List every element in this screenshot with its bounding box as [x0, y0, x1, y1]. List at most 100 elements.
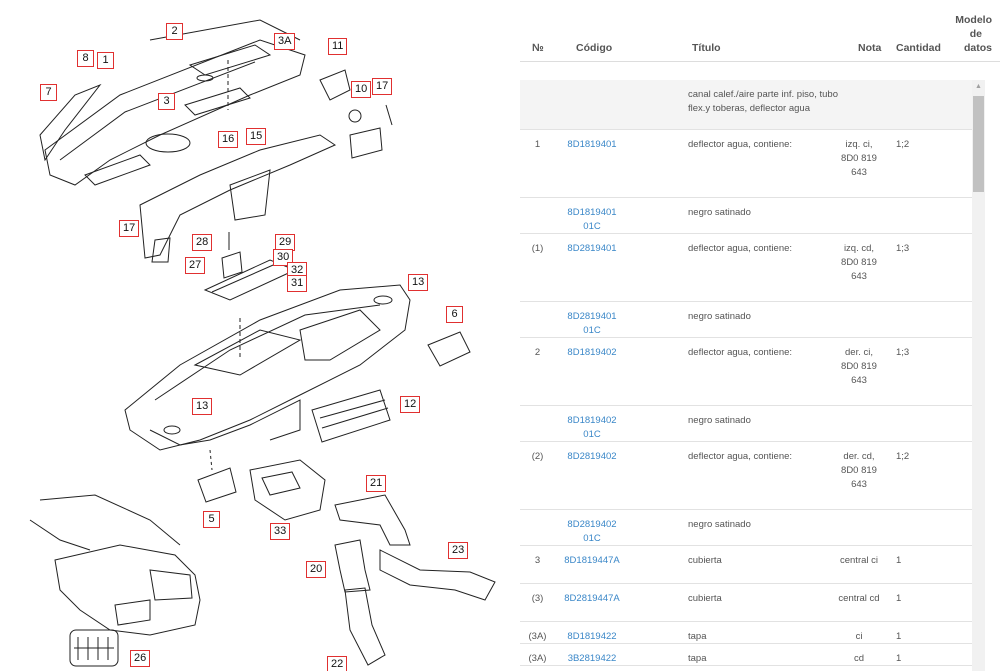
group-row: canal calef./aire parte inf. piso, tubo … — [520, 80, 972, 130]
table-row: (3) 8D2819447A cubierta central cd 1 — [520, 584, 972, 622]
part-code-link[interactable]: 8D1819402 01C — [567, 415, 617, 440]
row-number: (3A) — [528, 631, 547, 642]
part-code-link[interactable]: 8D2819447A — [564, 593, 620, 604]
part-code-link[interactable]: 8D2819401 01C — [567, 311, 617, 336]
callout-31[interactable]: 31 — [287, 275, 308, 292]
part-note: izq. cd, 8D0 819 643 — [841, 243, 877, 282]
table-row: 2 8D1819402 deflector agua, contiene: der. … — [520, 338, 972, 406]
callout-33[interactable]: 33 — [270, 523, 291, 540]
row-number: (2) — [531, 451, 544, 462]
part-note: der. cd, 8D0 819 643 — [841, 451, 877, 490]
row-number: (3) — [531, 593, 544, 604]
parts-diagram: 2 8 1 7 3A 11 10 17 3 16 15 17 28 29 30 … — [29, 19, 496, 671]
callout-27[interactable]: 27 — [185, 257, 206, 274]
callout-23[interactable]: 23 — [448, 542, 469, 559]
part-code-link[interactable]: 8D1819422 — [567, 631, 617, 642]
callout-8[interactable]: 8 — [77, 50, 94, 67]
table-row: 8D1819402 01C negro satinado — [520, 406, 972, 442]
part-quantity: 1;3 — [896, 243, 910, 254]
part-title: negro satinado — [688, 311, 751, 322]
callout-5[interactable]: 5 — [203, 511, 220, 528]
callout-22[interactable]: 22 — [327, 656, 348, 671]
callout-13b[interactable]: 13 — [192, 398, 213, 415]
part-title: tapa — [688, 653, 707, 664]
part-quantity: 1 — [896, 631, 902, 642]
part-quantity: 1 — [896, 593, 902, 604]
callout-21[interactable]: 21 — [366, 475, 387, 492]
header-code: Código — [576, 42, 613, 54]
header-qty: Cantidad — [896, 42, 941, 54]
callout-10[interactable]: 10 — [351, 81, 372, 98]
callout-13[interactable]: 13 — [408, 274, 429, 291]
row-number: 1 — [534, 139, 541, 150]
parts-table: № Código Título Nota Cantidad Modelo de … — [520, 0, 1000, 671]
callout-3a[interactable]: 3A — [274, 33, 296, 50]
callout-15[interactable]: 15 — [246, 128, 267, 145]
part-code-link[interactable]: 3B2819422 — [567, 653, 617, 664]
part-title: deflector agua, contiene: — [688, 347, 793, 358]
part-title: tapa — [688, 631, 707, 642]
header-model-line2: de — [969, 28, 982, 40]
part-title: deflector agua, contiene: — [688, 139, 793, 150]
part-code-link[interactable]: 8D1819447A — [564, 555, 620, 566]
callout-20[interactable]: 20 — [306, 561, 327, 578]
part-quantity: 1;2 — [896, 451, 910, 462]
part-title: deflector agua, contiene: — [688, 243, 793, 254]
callout-2[interactable]: 2 — [166, 23, 183, 40]
header-model-line1: Modelo — [955, 14, 992, 26]
part-note: der. ci, 8D0 819 643 — [841, 347, 877, 386]
table-body: canal calef./aire parte inf. piso, tubo … — [520, 80, 972, 666]
part-quantity: 1 — [896, 653, 902, 664]
table-scrollbar[interactable]: ▲ — [972, 80, 985, 671]
part-title: negro satinado — [688, 415, 751, 426]
part-title: cubierta — [688, 555, 722, 566]
table-header: № Código Título Nota Cantidad Modelo de … — [520, 0, 1000, 62]
part-code-link[interactable]: 8D1819402 — [567, 347, 617, 358]
callout-17b[interactable]: 17 — [119, 220, 140, 237]
table-row: (1) 8D2819401 deflector agua, contiene: izq… — [520, 234, 972, 302]
header-note: Nota — [858, 42, 882, 54]
scrollbar-thumb[interactable] — [973, 96, 984, 192]
row-number: 2 — [534, 347, 541, 358]
part-code-link[interactable]: 8D2819402 01C — [567, 519, 617, 544]
part-note: ci — [855, 631, 863, 642]
callout-28[interactable]: 28 — [192, 234, 213, 251]
callout-7[interactable]: 7 — [40, 84, 57, 101]
table-row: (2) 8D2819402 deflector agua, contiene: der… — [520, 442, 972, 510]
part-code-link[interactable]: 8D2819402 — [567, 451, 617, 462]
part-quantity: 1;3 — [896, 347, 910, 358]
part-quantity: 1 — [896, 555, 902, 566]
part-code-link[interactable]: 8D1819401 01C — [567, 207, 617, 232]
callout-26[interactable]: 26 — [130, 650, 151, 667]
callout-17[interactable]: 17 — [372, 78, 393, 95]
callout-12[interactable]: 12 — [400, 396, 421, 413]
row-number: (1) — [531, 243, 544, 254]
part-title: deflector agua, contiene: — [688, 451, 793, 462]
callout-1[interactable]: 1 — [97, 52, 114, 69]
part-note: izq. ci, 8D0 819 643 — [841, 139, 877, 178]
row-number: (3A) — [528, 653, 547, 664]
callout-3[interactable]: 3 — [158, 93, 175, 110]
part-note: cd — [853, 653, 865, 664]
callout-6[interactable]: 6 — [446, 306, 463, 323]
header-model: Modelo de datos — [944, 13, 992, 55]
table-row: 8D2819401 01C negro satinado — [520, 302, 972, 338]
part-title: cubierta — [688, 593, 722, 604]
table-row: (3A) 8D1819422 tapa ci 1 — [520, 622, 972, 644]
table-row: 1 8D1819401 deflector agua, contiene: izq. … — [520, 130, 972, 198]
header-num: № — [532, 42, 544, 54]
part-title: canal calef./aire parte inf. piso, tubo … — [688, 89, 838, 114]
part-note: central cd — [838, 593, 880, 604]
callout-32[interactable]: 32 — [287, 262, 308, 279]
part-note: central ci — [839, 555, 878, 566]
callout-11[interactable]: 11 — [328, 38, 348, 55]
scroll-up-icon[interactable]: ▲ — [975, 83, 982, 90]
part-code-link[interactable]: 8D1819401 — [567, 139, 617, 150]
part-code-link[interactable]: 8D2819401 — [567, 243, 617, 254]
callout-30[interactable]: 30 — [273, 249, 294, 266]
callout-16[interactable]: 16 — [218, 131, 239, 148]
diagram-drawing — [29, 19, 496, 667]
